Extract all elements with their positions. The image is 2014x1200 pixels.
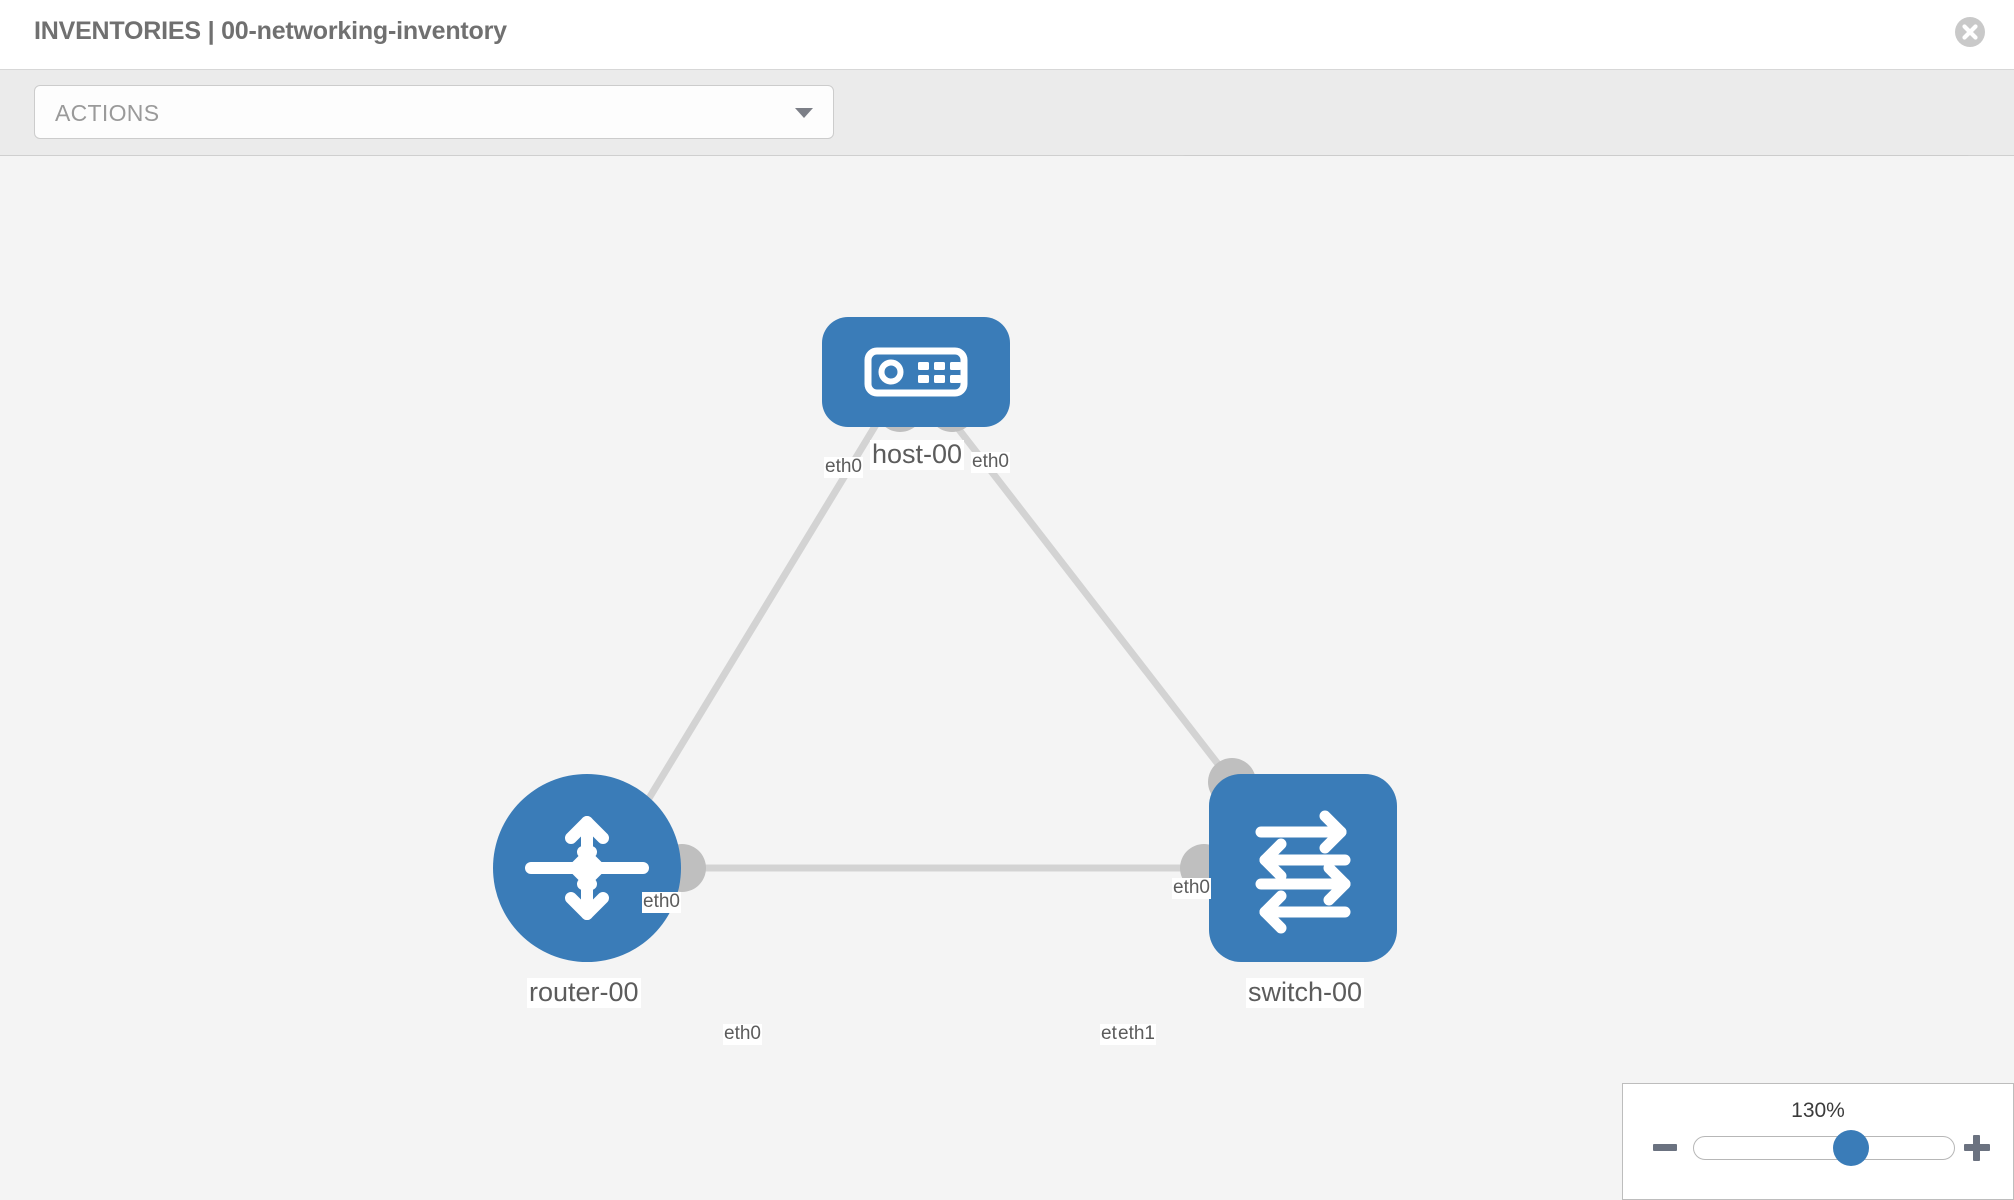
topology-node-label-host-00: host-00: [870, 439, 965, 470]
topology-node-switch-00[interactable]: [1209, 774, 1397, 962]
page-title: INVENTORIES | 00-networking-inventory: [34, 17, 507, 45]
topology-node-host-00[interactable]: [822, 317, 1010, 427]
zoom-slider-track[interactable]: [1693, 1130, 1955, 1166]
topology-node-label-router-00: router-00: [527, 977, 641, 1008]
iface-label-host-left: eth0: [824, 456, 863, 478]
iface-label-router-up: eth0: [642, 891, 681, 913]
chevron-down-icon: [795, 108, 813, 118]
zoom-level-value: 130%: [1791, 1099, 1845, 1122]
topology-node-label-switch-00: switch-00: [1246, 977, 1365, 1008]
page-header: INVENTORIES | 00-networking-inventory: [0, 0, 2014, 70]
zoom-slider-handle[interactable]: [1833, 1130, 1870, 1166]
topology-node-router-00[interactable]: [493, 774, 681, 962]
minus-icon[interactable]: [1650, 1132, 1680, 1162]
iface-label-switch-left-b: eth1: [1117, 1023, 1156, 1045]
actions-dropdown-label: ACTIONS: [55, 100, 160, 126]
plus-icon[interactable]: [1961, 1132, 1991, 1162]
close-icon[interactable]: [1954, 16, 1986, 48]
iface-label-host-right: eth0: [971, 451, 1010, 473]
topology-canvas[interactable]: host-00 eth0 eth0 router-00 eth0 eth0: [0, 156, 2014, 1200]
iface-label-switch-up: eth0: [1172, 877, 1211, 899]
topology-links: [616, 396, 1256, 892]
zoom-control-panel: 130%: [1622, 1083, 2014, 1200]
actions-dropdown[interactable]: ACTIONS: [34, 85, 834, 139]
iface-label-router-right: eth0: [723, 1023, 762, 1045]
toolbar: ACTIONS SEARCH: [0, 70, 2014, 209]
